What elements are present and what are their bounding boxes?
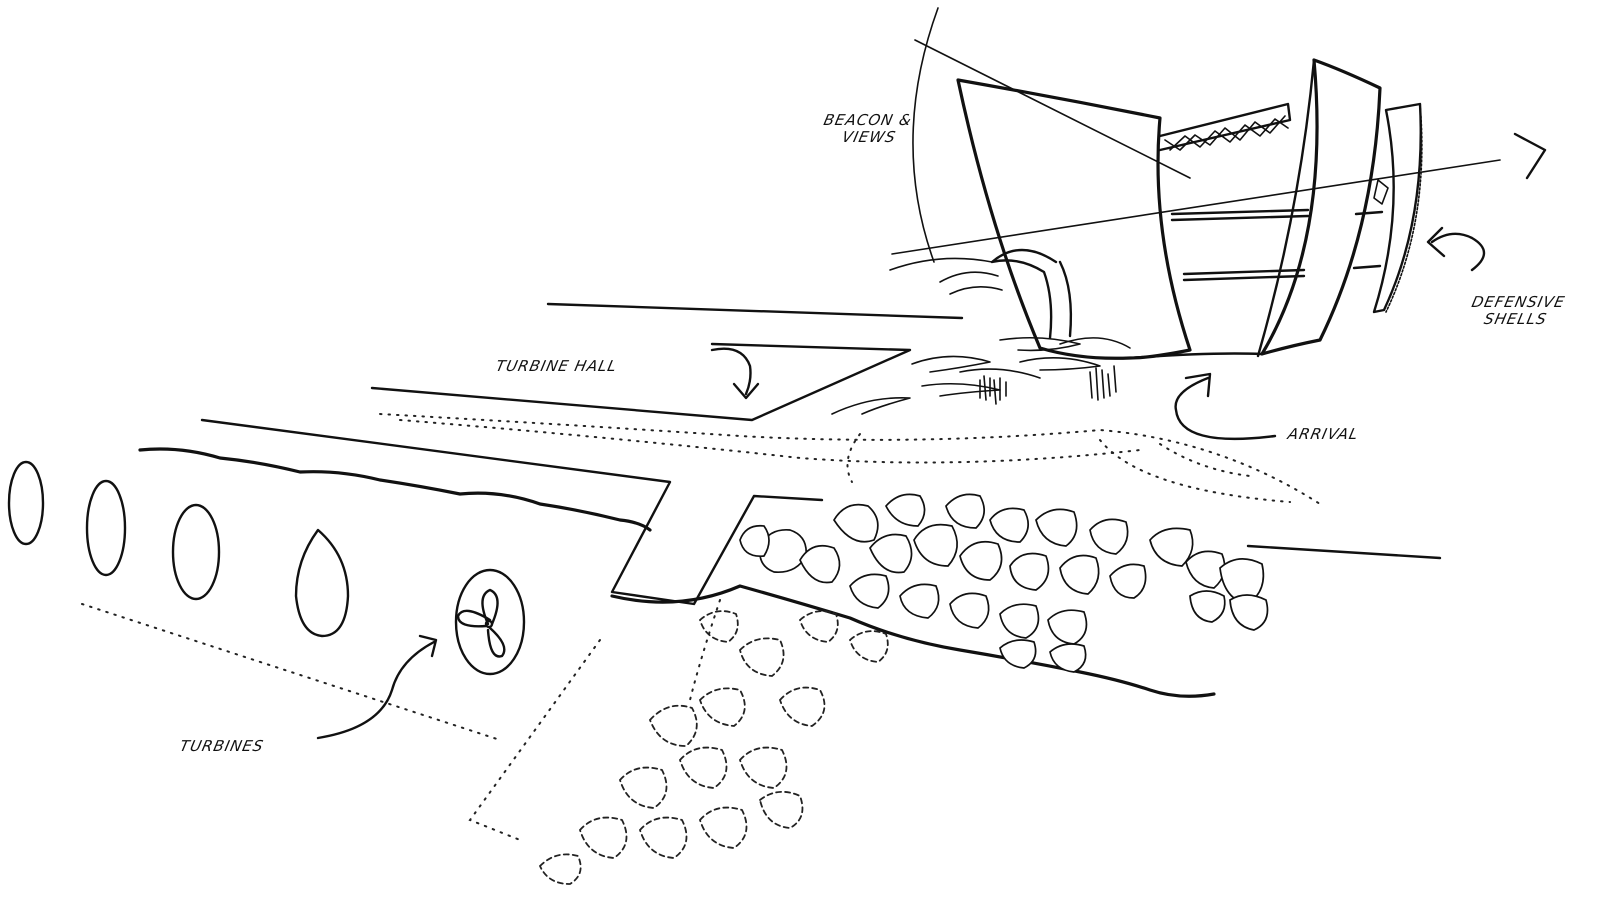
lattice xyxy=(1164,115,1289,151)
turbine-oval-4 xyxy=(294,528,350,638)
front-shell xyxy=(956,78,1192,360)
sight-line-upper xyxy=(914,39,1191,179)
rear-shell xyxy=(1372,102,1422,314)
submerged-rocks xyxy=(538,610,889,885)
label-beacon-views-line1: BEACON & xyxy=(822,111,914,129)
sight-arrow xyxy=(1513,132,1547,180)
turbine-oval-propeller xyxy=(454,568,526,676)
label-beacon-views: BEACON & VIEWS xyxy=(818,111,955,146)
propeller-icon xyxy=(456,588,506,658)
turbine-ovals xyxy=(7,460,526,676)
label-defensive-shells-line2: SHELLS xyxy=(1482,310,1549,328)
turbine-oval-3 xyxy=(171,503,221,601)
turbine-oval-1 xyxy=(7,460,45,546)
label-turbines: TURBINES xyxy=(178,737,266,755)
sight-line-lower xyxy=(891,159,1501,255)
rock-breakwater xyxy=(739,493,1269,673)
label-defensive-shells: DEFENSIVE SHELLS xyxy=(1466,293,1593,328)
breakwater-edge xyxy=(610,584,1216,698)
turbine-oval-2 xyxy=(85,479,127,577)
turbine-hall xyxy=(200,302,1442,606)
submerged-outline-2 xyxy=(468,639,601,841)
beacon-building xyxy=(889,7,1547,360)
label-arrival: ARRIVAL xyxy=(1286,425,1361,443)
middle-shell xyxy=(1260,58,1382,356)
submerged-outline-1 xyxy=(81,603,501,741)
turbines-arrow xyxy=(316,640,436,740)
defensive-shells-arrow xyxy=(1430,232,1486,272)
label-defensive-shells-line1: DEFENSIVE xyxy=(1470,293,1567,311)
turbine-hall-arrow xyxy=(710,347,752,396)
shoreline xyxy=(138,447,652,532)
arrival-arrow xyxy=(1174,376,1277,441)
splash xyxy=(831,336,1131,415)
label-turbine-hall: TURBINE HALL xyxy=(494,357,620,375)
label-beacon-views-line2: VIEWS xyxy=(840,128,898,146)
